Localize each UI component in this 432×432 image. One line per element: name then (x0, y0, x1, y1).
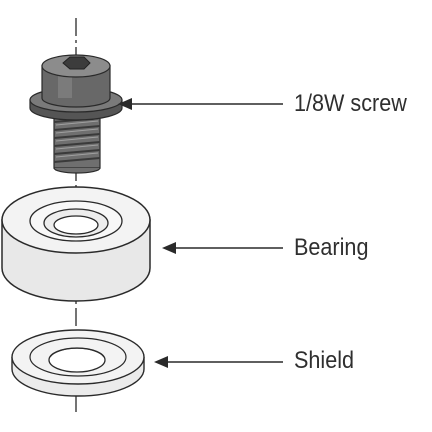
screw-label: 1/8W screw (294, 90, 407, 117)
shield-label: Shield (294, 347, 355, 374)
shield-washer (11, 329, 145, 397)
screw-part (29, 54, 123, 174)
bearing-label: Bearing (294, 234, 369, 261)
screw-callout-arrow (118, 98, 283, 110)
bearing-part (1, 186, 151, 302)
bearing-callout-arrow (162, 242, 283, 254)
shield-callout-arrow (154, 356, 283, 368)
